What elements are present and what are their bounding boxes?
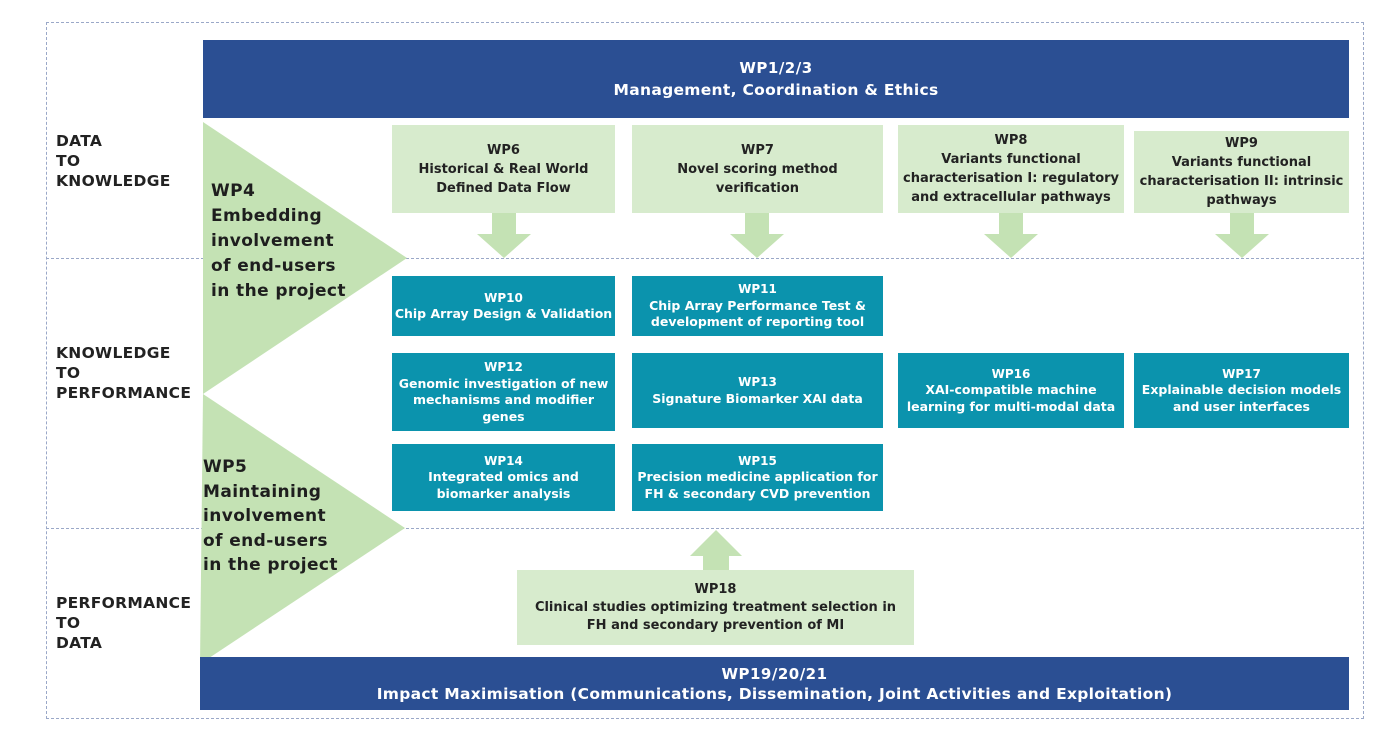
wp11-box: WP11 Chip Array Performance Test & devel… [632,276,883,336]
wp12-box: WP12 Genomic investigation of new mechan… [392,353,615,431]
wp14-box: WP14 Integrated omics and biomarker anal… [392,444,615,511]
wp18-box: WP18 Clinical studies optimizing treatme… [517,570,914,645]
wp5-triangle [200,394,405,664]
wp16-box: WP16 XAI-compatible machine learning for… [898,353,1124,428]
wp6-box: WP6 Historical & Real World Defined Data… [392,125,615,213]
phase-label-knowledge-to-performance: KNOWLEDGE TO PERFORMANCE [56,344,192,402]
phase-label-data-to-knowledge: DATA TO KNOWLEDGE [56,132,171,190]
wp8-box: WP8 Variants functional characterisation… [898,125,1124,213]
wp17-box: WP17 Explainable decision models and use… [1134,353,1349,428]
wp10-box: WP10 Chip Array Design & Validation [392,276,615,336]
diagram-frame [46,22,1364,719]
footer-title: Impact Maximisation (Communications, Dis… [376,684,1173,703]
wp4-triangle [203,122,407,394]
section-divider-1 [46,258,1364,259]
wp7-box: WP7 Novel scoring method verification [632,125,883,213]
header-banner: WP1/2/3 Management, Coordination & Ethic… [203,40,1349,118]
wp4-label: WP4 Embedding involvement of end-users i… [211,181,346,301]
wp6-down-arrow [477,213,531,258]
wp15-box: WP15 Precision medicine application for … [632,444,883,511]
header-title: Management, Coordination & Ethics [613,81,939,99]
wp9-box: WP9 Variants functional characterisation… [1134,131,1349,213]
footer-banner: WP19/20/21 Impact Maximisation (Communic… [200,657,1349,710]
wp13-box: WP13 Signature Biomarker XAI data [632,353,883,428]
wp7-down-arrow [730,213,784,258]
phase-label-performance-to-data: PERFORMANCE TO DATA [56,594,192,652]
wp18-up-arrow [690,530,742,570]
wp5-label: WP5 Maintaining involvement of end-users… [203,457,338,575]
wp9-down-arrow [1215,213,1269,258]
section-divider-2 [46,528,1364,529]
header-code: WP1/2/3 [739,59,813,77]
wp8-down-arrow [984,213,1038,258]
footer-code: WP19/20/21 [721,664,828,683]
